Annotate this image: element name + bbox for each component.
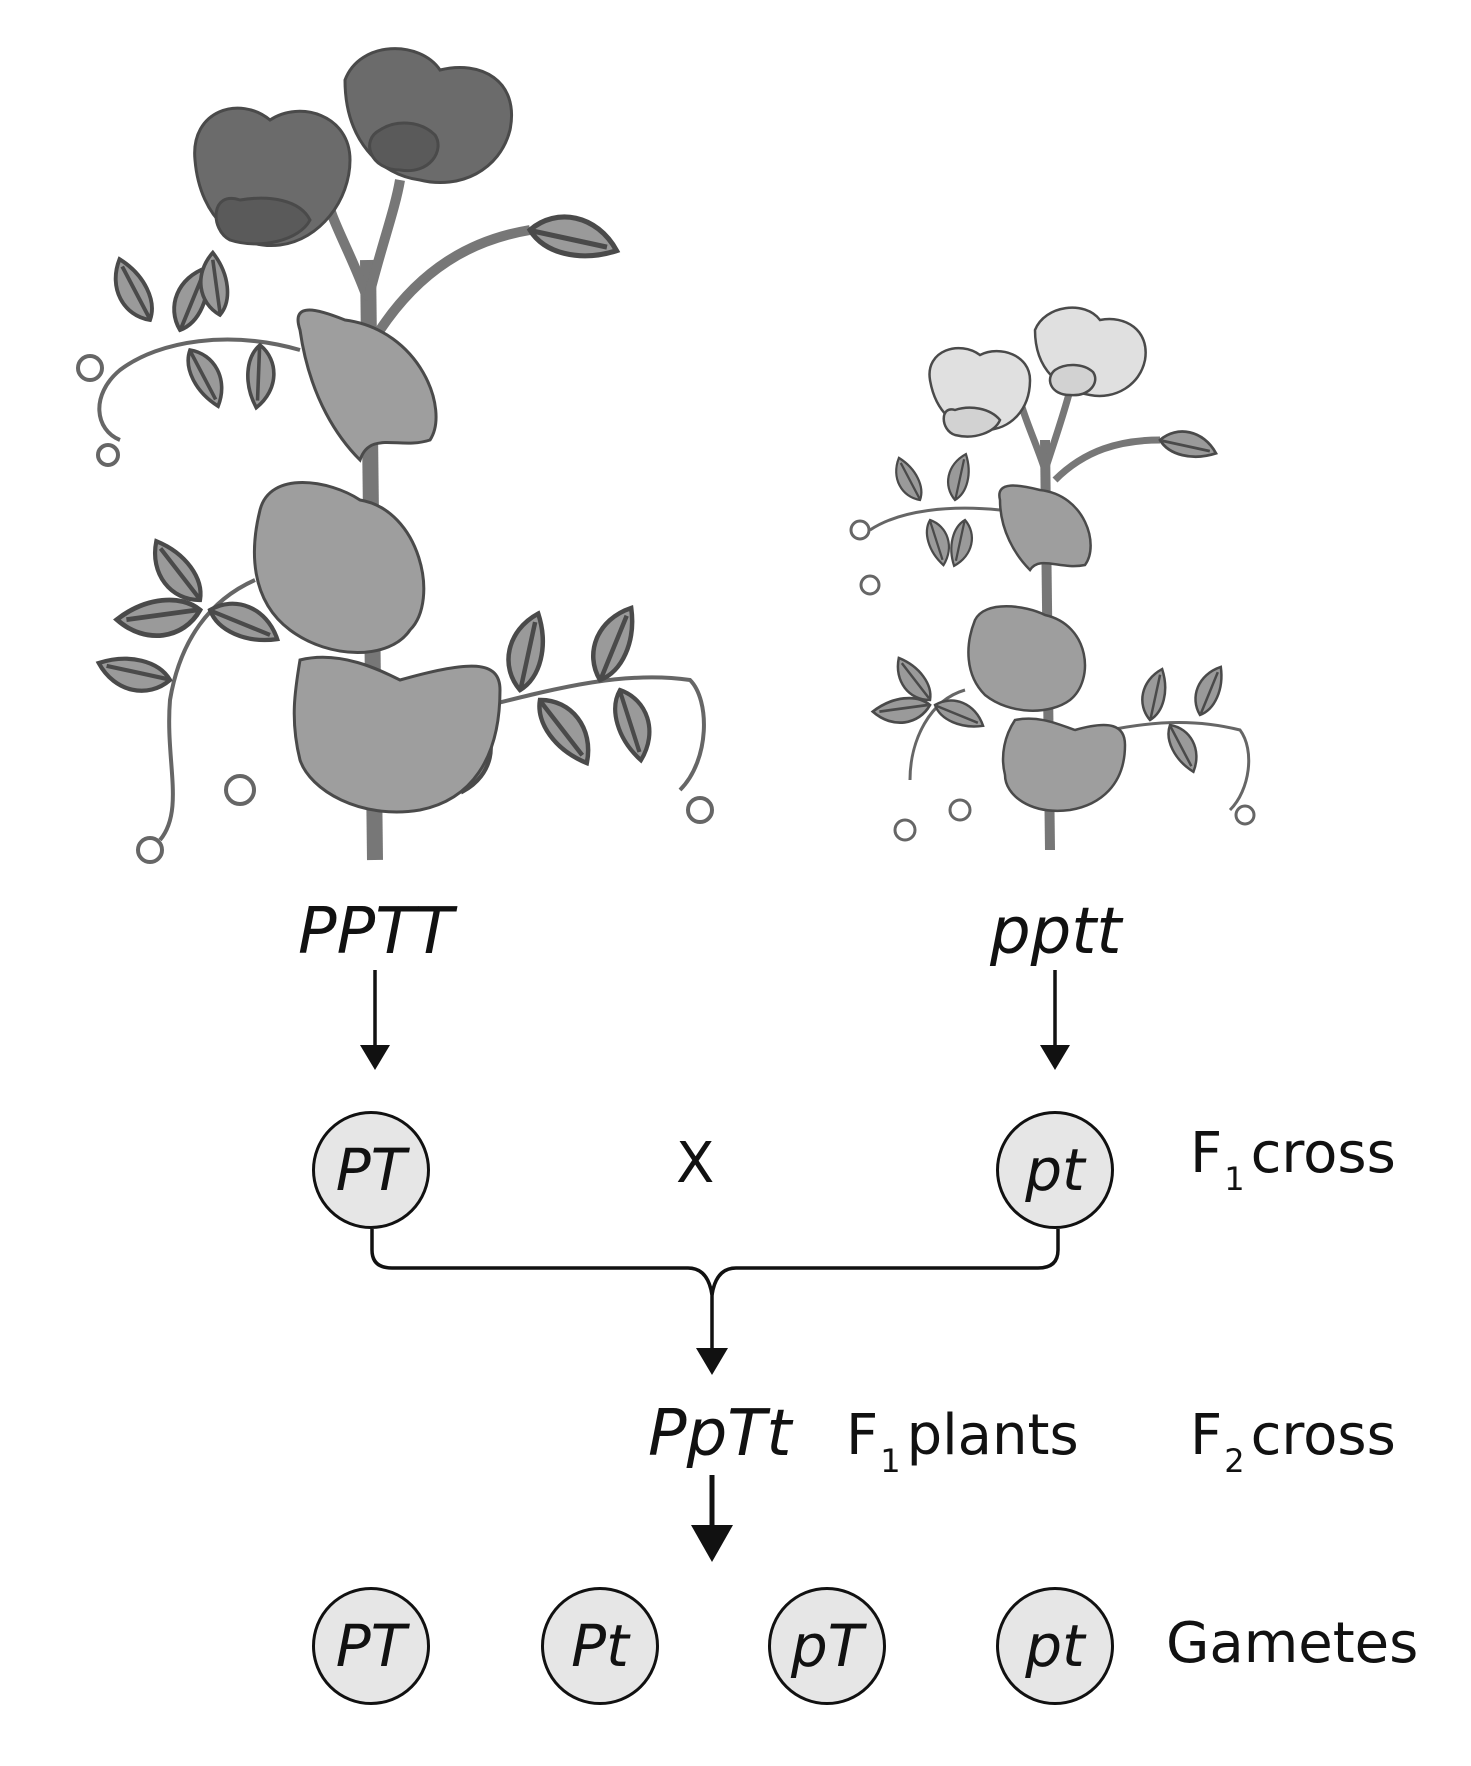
cross-symbol: X xyxy=(676,1131,715,1196)
gamete-circle: pt xyxy=(996,1587,1114,1705)
right-parent-gamete: pt xyxy=(996,1111,1114,1229)
arrow-head-left xyxy=(360,1045,390,1070)
bracket-right xyxy=(710,1229,1060,1296)
right-flowers xyxy=(928,306,1147,438)
gametes-label: Gametes xyxy=(1166,1611,1419,1676)
right-parent-genotype: pptt xyxy=(990,895,1122,969)
right-plant-illustration xyxy=(849,306,1256,851)
left-plant-illustration xyxy=(76,47,714,864)
left-parent-gamete: PT xyxy=(312,1111,430,1229)
left-flowers xyxy=(193,47,513,248)
gamete-circle: PT xyxy=(312,1587,430,1705)
connectors xyxy=(370,970,1060,1530)
gamete-circle: Pt xyxy=(541,1587,659,1705)
arrow-head-f1 xyxy=(696,1348,728,1375)
arrow-head-gametes xyxy=(691,1525,733,1562)
gamete-circle: pT xyxy=(768,1587,886,1705)
arrow-head-right xyxy=(1040,1045,1070,1070)
left-parent-genotype: PPTT xyxy=(298,895,454,969)
f1-genotype: PpTt xyxy=(648,1397,792,1471)
bracket-left xyxy=(370,1229,714,1350)
